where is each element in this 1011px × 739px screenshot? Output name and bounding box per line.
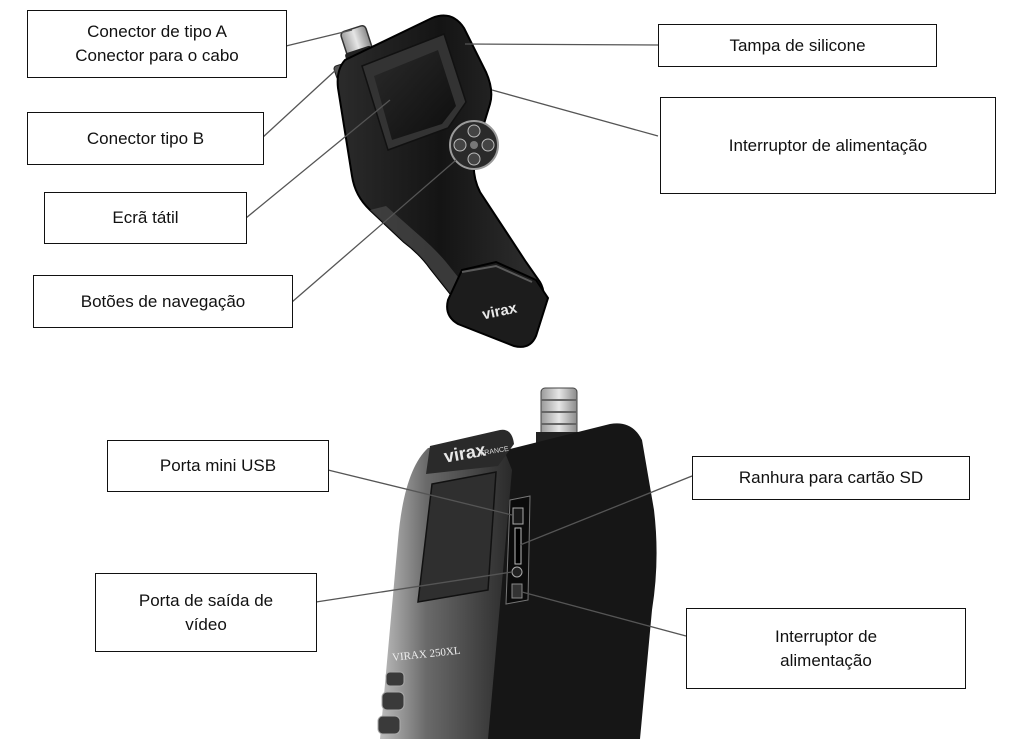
label-power-switch-bottom: Interruptor de alimentação [686, 608, 966, 689]
leader-lines [245, 29, 693, 637]
label-connector-a-line2: Conector para o cabo [75, 46, 239, 65]
label-touchscreen: Ecrã tátil [44, 192, 247, 244]
label-nav-buttons: Botões de navegação [33, 275, 293, 328]
label-mini-usb-text: Porta mini USB [159, 456, 277, 475]
line-mini-usb [327, 469, 513, 516]
label-video-out: Porta de saída de vídeo [95, 573, 317, 652]
label-power-switch-top: Interruptor de alimentação [660, 97, 996, 194]
label-sd-slot-text: Ranhura para cartão SD [738, 468, 924, 487]
label-connector-b: Conector tipo B [27, 112, 264, 165]
label-touchscreen-text: Ecrã tátil [112, 208, 179, 227]
label-connector-b-text: Conector tipo B [86, 128, 205, 148]
sd-card-slot [514, 527, 522, 565]
top-device: virax [333, 14, 550, 348]
label-video-out-line1: Porta de saída de [138, 590, 274, 610]
label-power-switch-top-text: Interruptor de alimentação [728, 135, 928, 155]
power-switch [511, 583, 523, 599]
label-power-switch-bottom-line2: alimentação [780, 650, 872, 670]
touchscreen-display [374, 50, 456, 140]
label-connector-a: Conector de tipo A Conector para o cabo [27, 10, 287, 78]
line-video-out [315, 571, 513, 603]
line-touchscreen [245, 99, 391, 219]
line-nav-buttons [291, 159, 457, 303]
label-sd-slot: Ranhura para cartão SD [692, 456, 970, 500]
line-connector-b [261, 67, 339, 139]
label-video-out-line2: vídeo [185, 614, 227, 634]
video-out-port [511, 566, 523, 578]
label-mini-usb: Porta mini USB [107, 440, 329, 492]
front-logo-suffix: FRANCE [480, 446, 510, 458]
bottom-device: virax FRANCE VIRAX 250XL [377, 387, 657, 739]
mini-usb-port [512, 507, 524, 525]
label-silicone-cover: Tampa de silicone [658, 24, 937, 67]
line-power-top [491, 89, 659, 137]
label-connector-a-line1: Conector de tipo A [87, 22, 227, 41]
label-silicone-cover-text: Tampa de silicone [729, 35, 866, 55]
label-power-switch-bottom-line1: Interruptor de [774, 626, 878, 646]
line-connector-a [285, 29, 353, 47]
line-sd-slot [519, 475, 693, 546]
label-nav-buttons-text: Botões de navegação [80, 291, 246, 311]
battery-foot [446, 260, 550, 348]
line-silicone-cover [464, 43, 659, 46]
side-view-screen [417, 471, 497, 603]
line-power-bottom [521, 591, 687, 637]
